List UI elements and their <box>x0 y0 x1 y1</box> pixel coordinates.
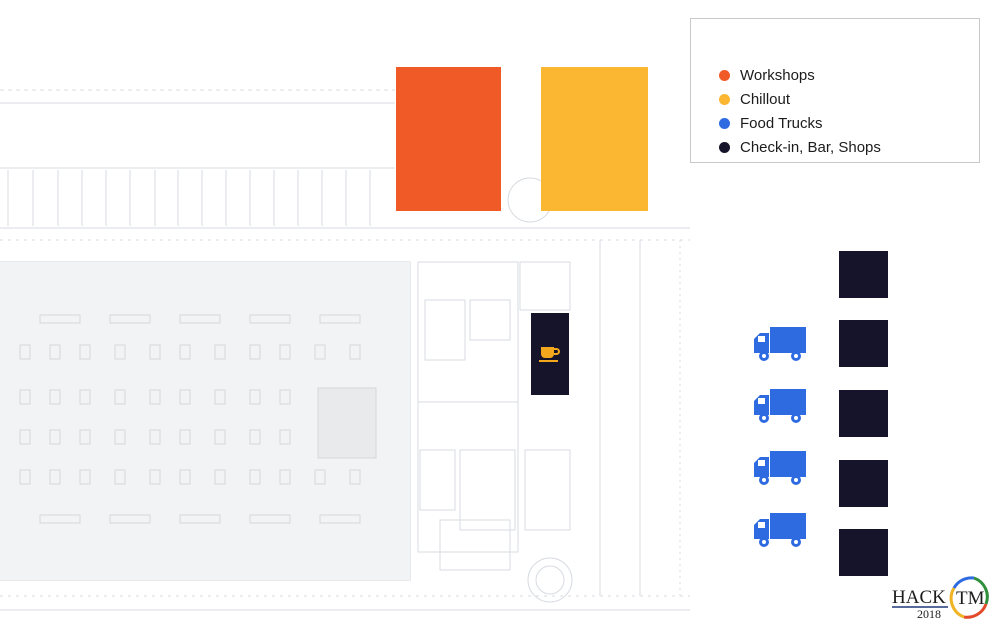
logo-word-hack: HACK <box>892 587 946 608</box>
legend-item-workshops: Workshops <box>719 65 815 85</box>
food-truck-icon[interactable] <box>752 511 808 549</box>
legend-dot-checkin <box>719 141 730 153</box>
chillout-zone[interactable] <box>541 67 648 211</box>
food-truck-icon[interactable] <box>752 387 808 425</box>
workshops-zone[interactable] <box>396 67 501 211</box>
hacktm-logo: HACK TM 2018 <box>890 574 990 622</box>
legend-label: Food Trucks <box>740 114 823 132</box>
legend-item-chillout: Chillout <box>719 89 790 109</box>
legend-label: Chillout <box>740 90 791 108</box>
checkin-booth[interactable] <box>839 251 888 298</box>
floor-plan-background <box>0 89 690 611</box>
coffee-cup-icon <box>539 347 560 362</box>
checkin-booth[interactable] <box>839 320 888 367</box>
legend-label: Workshops <box>740 66 815 84</box>
bar-zone[interactable] <box>531 313 569 395</box>
hacktm-logo-mark: HACK TM 2018 <box>892 576 989 621</box>
food-truck-icon[interactable] <box>752 449 808 487</box>
checkin-booth[interactable] <box>839 390 888 437</box>
food-truck-icon[interactable] <box>752 325 808 363</box>
logo-word-tm: TM <box>956 588 985 609</box>
legend-dot-food-trucks <box>719 117 730 129</box>
logo-year: 2018 <box>917 607 941 621</box>
checkin-booth[interactable] <box>839 460 888 507</box>
legend-item-checkin: Check-in, Bar, Shops <box>719 137 881 157</box>
legend-label: Check-in, Bar, Shops <box>740 138 881 156</box>
legend-dot-chillout <box>719 93 730 105</box>
checkin-booth[interactable] <box>839 529 888 576</box>
legend-dot-workshops <box>719 69 730 81</box>
map-legend: Workshops Chillout Food Trucks Check-in,… <box>690 18 980 163</box>
legend-item-food-trucks: Food Trucks <box>719 113 823 133</box>
